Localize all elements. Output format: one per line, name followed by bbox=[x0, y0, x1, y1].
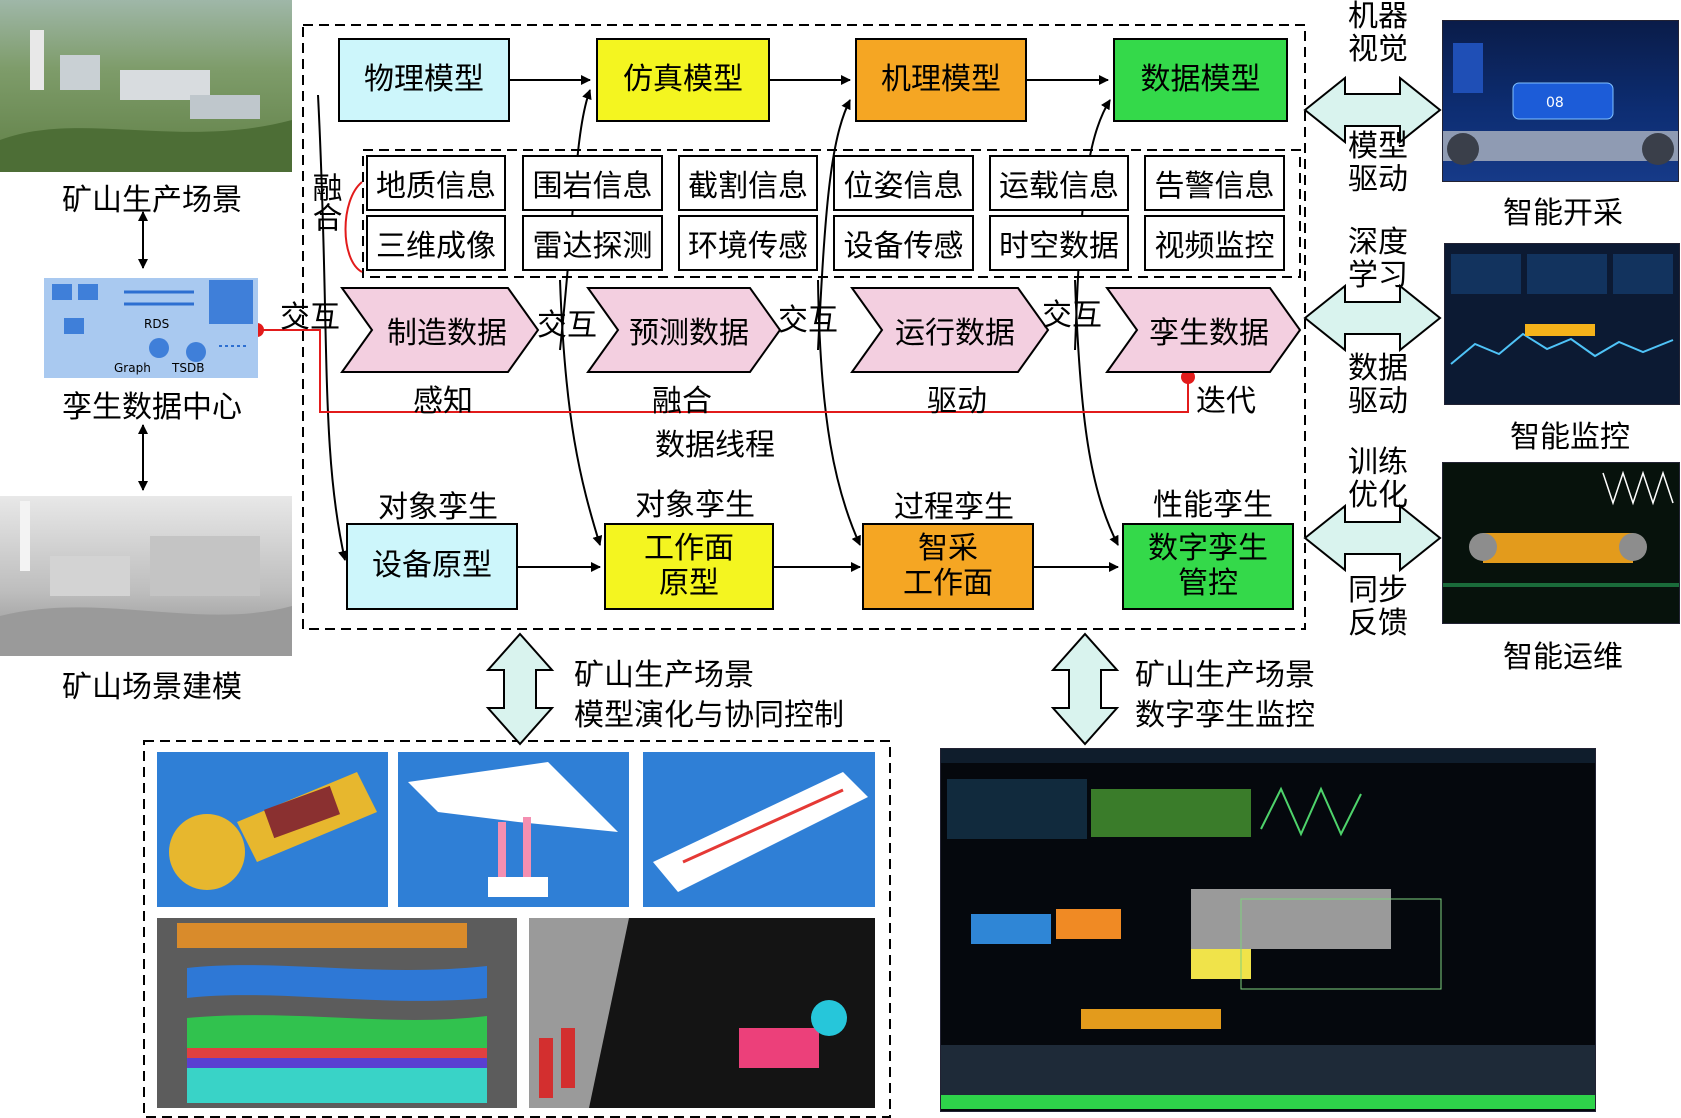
sync-feedback-label: 同步 反馈 bbox=[1348, 573, 1408, 641]
deep-learning-label: 深度 学习 bbox=[1348, 225, 1408, 293]
chevron-operation bbox=[850, 287, 1050, 373]
conveyor-model-image bbox=[643, 752, 875, 907]
support-model-image bbox=[398, 752, 629, 907]
interaction-label: 交互 bbox=[280, 300, 340, 335]
shearer-model-image bbox=[157, 752, 388, 907]
chevron-label: 制造数据 bbox=[387, 316, 507, 351]
smart-ops-screen bbox=[1442, 462, 1680, 624]
info-dashed-frame bbox=[362, 149, 1301, 278]
rds-text: RDS bbox=[144, 317, 169, 331]
twin-datacenter-label: 孪生数据中心 bbox=[62, 390, 242, 425]
info-cell: 位姿信息 bbox=[833, 155, 974, 211]
info-cell: 环境传感 bbox=[678, 215, 818, 271]
chevron-label: 孪生数据 bbox=[1149, 316, 1269, 351]
box-line: 原型 bbox=[659, 565, 719, 601]
chevron-twin-data bbox=[1105, 287, 1302, 373]
twin-type-label: 性能孪生 bbox=[1153, 488, 1273, 523]
twin-type-label: 对象孪生 bbox=[378, 490, 498, 525]
data-drive-label: 数据 驱动 bbox=[1348, 351, 1408, 419]
chevron-caption: 感知 bbox=[413, 384, 473, 419]
chevron-prediction bbox=[586, 287, 782, 373]
info-cell: 告警信息 bbox=[1144, 155, 1285, 211]
training-optimization-label: 训练 优化 bbox=[1348, 445, 1408, 513]
workface-prototype-box: 工作面 原型 bbox=[604, 523, 774, 610]
info-cell: 设备传感 bbox=[833, 215, 974, 271]
chevron-caption: 驱动 bbox=[927, 384, 987, 419]
tsdb-text: TSDB bbox=[171, 361, 204, 375]
model-drive-label: 模型 驱动 bbox=[1348, 129, 1408, 197]
twin-datacenter-graphic: RDS Graph TSDB bbox=[44, 278, 258, 378]
box-line: 数字孪生 bbox=[1148, 531, 1268, 566]
fusion-label: 融合 bbox=[306, 172, 342, 232]
screen-value: 08 bbox=[1546, 95, 1564, 111]
digital-twin-monitoring-screenshot bbox=[940, 748, 1596, 1112]
box-line: 智采 bbox=[918, 531, 978, 566]
machine-vision-label: 机器 视觉 bbox=[1348, 0, 1408, 67]
physical-model-box: 物理模型 bbox=[338, 38, 510, 122]
bottom-right-caption-line2: 数字孪生监控 bbox=[1135, 698, 1315, 733]
box-line: 工作面 bbox=[644, 531, 734, 566]
info-cell: 雷达探测 bbox=[522, 215, 663, 271]
main-dashed-frame bbox=[302, 24, 1306, 630]
digital-twin-control-box: 数字孪生 管控 bbox=[1122, 523, 1294, 610]
mine-modeling-label: 矿山场景建模 bbox=[62, 670, 242, 705]
smart-monitoring-screen bbox=[1444, 243, 1680, 405]
info-cell: 三维成像 bbox=[366, 215, 506, 271]
chevron-label: 运行数据 bbox=[895, 316, 1015, 351]
interaction-label: 交互 bbox=[537, 308, 597, 343]
box-line: 工作面 bbox=[903, 565, 993, 601]
mine-production-photo bbox=[0, 0, 292, 172]
bottom-left-caption-line1: 矿山生产场景 bbox=[574, 658, 754, 693]
chevron-manufacturing bbox=[340, 287, 540, 373]
smart-monitoring-label: 智能监控 bbox=[1510, 420, 1630, 455]
twin-type-label: 过程孪生 bbox=[894, 490, 1014, 525]
chevron-caption: 迭代 bbox=[1196, 384, 1256, 419]
info-cell: 地质信息 bbox=[366, 155, 506, 211]
data-thread-label: 数据线程 bbox=[655, 428, 775, 463]
mine-modeling-photo bbox=[0, 496, 292, 656]
smart-ops-label: 智能运维 bbox=[1503, 640, 1623, 675]
chevron-caption: 融合 bbox=[652, 384, 712, 419]
geology-layers-image bbox=[157, 918, 517, 1108]
equipment-prototype-box: 设备原型 bbox=[346, 523, 518, 610]
mechanism-model-box: 机理模型 bbox=[855, 38, 1027, 122]
info-cell: 运载信息 bbox=[989, 155, 1129, 211]
twin-type-label: 对象孪生 bbox=[635, 488, 755, 523]
bottom-left-caption-line2: 模型演化与协同控制 bbox=[574, 698, 844, 733]
bottom-right-caption-line1: 矿山生产场景 bbox=[1135, 658, 1315, 693]
info-cell: 围岩信息 bbox=[522, 155, 663, 211]
data-model-box: 数据模型 bbox=[1113, 38, 1288, 122]
graph-text: Graph bbox=[114, 361, 151, 375]
chevron-label: 预测数据 bbox=[629, 316, 749, 351]
underground-workface-image bbox=[529, 918, 875, 1108]
info-cell: 时空数据 bbox=[989, 215, 1129, 271]
mine-production-label: 矿山生产场景 bbox=[62, 183, 242, 218]
box-line: 管控 bbox=[1178, 565, 1238, 601]
interaction-label: 交互 bbox=[1042, 298, 1102, 333]
smart-mining-screen: 08 bbox=[1442, 20, 1679, 182]
smart-mining-workface-box: 智采 工作面 bbox=[862, 523, 1034, 610]
interaction-label: 交互 bbox=[778, 303, 838, 338]
smart-mining-label: 智能开采 bbox=[1503, 196, 1623, 231]
info-cell: 截割信息 bbox=[678, 155, 818, 211]
info-cell: 视频监控 bbox=[1144, 215, 1285, 271]
simulation-model-box: 仿真模型 bbox=[596, 38, 770, 122]
